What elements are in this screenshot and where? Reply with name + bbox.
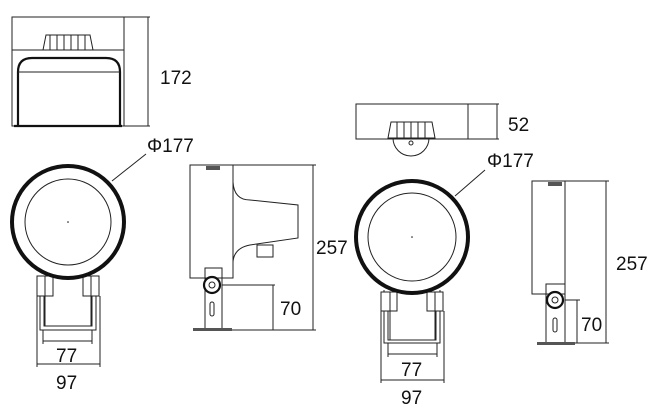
dimension-257-right: 257	[616, 254, 648, 275]
dimension-172: 172	[160, 68, 192, 89]
left-top-view: 172	[11, 16, 192, 128]
dimension-52: 52	[508, 115, 529, 136]
dimension-97-left: 97	[56, 373, 77, 394]
dimension-diameter-right: Φ177	[487, 151, 534, 172]
right-side-view: 70 257	[531, 180, 648, 345]
right-front-view: Φ177 77 97	[354, 151, 534, 409]
dimension-257-left: 257	[316, 238, 348, 259]
dimension-77-right: 77	[401, 360, 422, 381]
left-side-view: 70 257	[189, 164, 348, 331]
dimension-97-right: 97	[401, 388, 422, 409]
left-front-view: Φ177 77 97	[10, 136, 194, 394]
right-top-view: 52	[355, 103, 529, 157]
dimension-70-right: 70	[581, 315, 602, 336]
dimension-77-left: 77	[56, 346, 77, 367]
dimension-diameter-left: Φ177	[147, 136, 194, 157]
dimension-70-left: 70	[280, 299, 301, 320]
